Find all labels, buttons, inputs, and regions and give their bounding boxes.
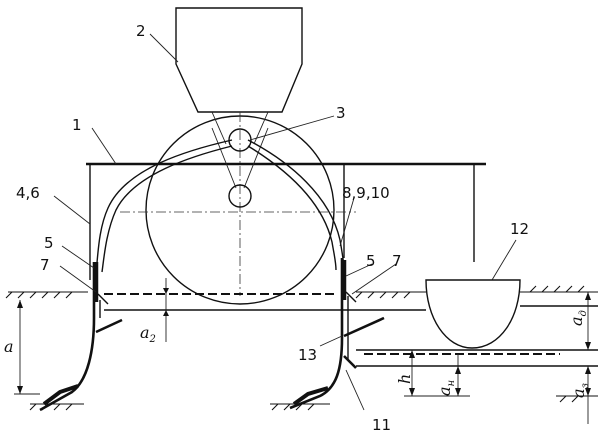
dim-an-arrow-bottom xyxy=(455,388,461,396)
seed-tube-right-outer xyxy=(247,139,345,271)
seed-tube-left-outer xyxy=(95,139,233,273)
dim-h-arrow-bottom xyxy=(409,388,415,396)
dim-a3-arrow-bottom xyxy=(585,388,591,396)
roller-link-left xyxy=(211,111,227,145)
ground-hatch-bottom xyxy=(29,395,579,411)
callout-5b: 5 xyxy=(366,252,376,270)
leader-1 xyxy=(91,127,117,165)
right-tine xyxy=(343,316,385,338)
callout-5a: 5 xyxy=(44,234,54,252)
right-boot xyxy=(292,386,329,406)
press-roller xyxy=(425,279,521,349)
callout-13: 13 xyxy=(298,346,317,364)
dim-a-arrow-bottom xyxy=(17,386,23,394)
left-tine xyxy=(95,318,123,334)
leader-7a xyxy=(59,265,97,293)
leader-5b xyxy=(345,263,373,277)
dim-ad-arrow-bottom xyxy=(585,342,591,350)
dim-a-label: a xyxy=(4,337,14,356)
dim-a-arrow-top xyxy=(17,300,23,308)
right-deflector xyxy=(345,291,357,303)
dim-an-arrow-top xyxy=(455,366,461,374)
leader-2 xyxy=(149,33,179,63)
seed-tube-left-inner xyxy=(101,145,233,273)
dim-ad-label: aд xyxy=(567,310,589,326)
left-boot xyxy=(42,384,79,406)
callout-8910: 8,9,10 xyxy=(342,184,390,202)
callout-12: 12 xyxy=(510,220,529,238)
roller-link-diag1 xyxy=(211,127,237,189)
seed-tube-right-inner xyxy=(247,145,337,271)
callout-2: 2 xyxy=(136,22,146,40)
roller-link-diag2 xyxy=(243,127,269,189)
roller-link-right xyxy=(253,111,269,145)
right-opener xyxy=(289,258,344,410)
dim-a3-arrow-top xyxy=(585,366,591,374)
leader-13 xyxy=(319,335,343,347)
dim-an-label: aн xyxy=(435,380,457,396)
callout-1: 1 xyxy=(72,116,82,134)
leader-46 xyxy=(53,195,91,225)
dim-h-arrow-top xyxy=(409,350,415,358)
callout-11: 11 xyxy=(372,416,391,434)
leader-12 xyxy=(491,239,517,281)
leader-5a xyxy=(61,245,95,269)
leader-11 xyxy=(345,369,365,411)
metering-roller-bottom xyxy=(228,184,252,208)
callout-7b: 7 xyxy=(392,252,402,270)
left-opener xyxy=(39,262,96,412)
leader-3 xyxy=(249,115,335,141)
callout-7a: 7 xyxy=(40,256,50,274)
leader-7b xyxy=(351,263,397,295)
leader-8910 xyxy=(339,197,355,247)
left-deflector xyxy=(97,293,109,305)
dim-ad-arrow-top xyxy=(585,292,591,300)
ground-hatch-top xyxy=(5,285,585,299)
dim-h-label: h xyxy=(395,374,414,384)
callout-3: 3 xyxy=(336,104,346,122)
dim-a2-arrow-top xyxy=(163,288,169,294)
dim-a3-label: aз xyxy=(569,383,591,398)
callout-46: 4,6 xyxy=(16,184,40,202)
dim-a2-arrow-bottom xyxy=(163,310,169,316)
dim-a2-label: a2 xyxy=(140,323,156,345)
hopper xyxy=(175,7,303,113)
right-lower-tine xyxy=(343,355,357,369)
